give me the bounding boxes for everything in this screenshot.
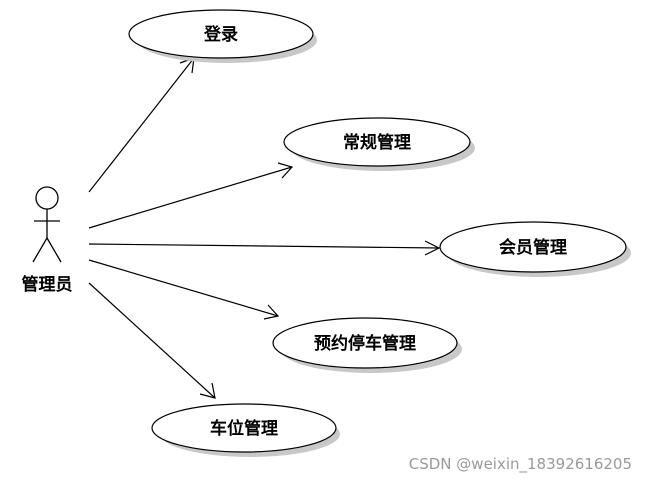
use-case-label: 会员管理 [499, 237, 567, 258]
association-member [88, 240, 441, 256]
use-case-label: 常规管理 [343, 132, 411, 153]
actor-leg-left [32, 237, 48, 263]
use-case-label: 预约停车管理 [314, 333, 416, 354]
actor-leg-right [46, 237, 62, 263]
actor-label: 管理员 [22, 274, 73, 295]
use-case-common: 常规管理 [283, 117, 475, 171]
use-case-ellipse [272, 317, 458, 369]
association-login [88, 57, 195, 193]
use-case-ellipse [283, 117, 471, 167]
associations [88, 57, 441, 399]
use-case-ellipse [439, 221, 627, 273]
watermark-text: CSDN @weixin_18392616205 [409, 455, 632, 474]
actor-head [35, 186, 59, 210]
use-case-space: 车位管理 [151, 403, 340, 457]
association-space [88, 282, 216, 399]
association-reserve [88, 259, 280, 320]
use-case-label: 车位管理 [210, 418, 278, 439]
actor-admin: 管理员 [22, 186, 73, 295]
use-case-login: 登录 [128, 9, 317, 63]
association-common [88, 162, 294, 229]
use-case-ellipse [151, 403, 337, 453]
use-case-reserve: 预约停车管理 [272, 317, 462, 373]
use-case-ellipse [128, 9, 314, 59]
use-case-member: 会员管理 [439, 221, 631, 277]
use-case-label: 登录 [203, 24, 238, 45]
